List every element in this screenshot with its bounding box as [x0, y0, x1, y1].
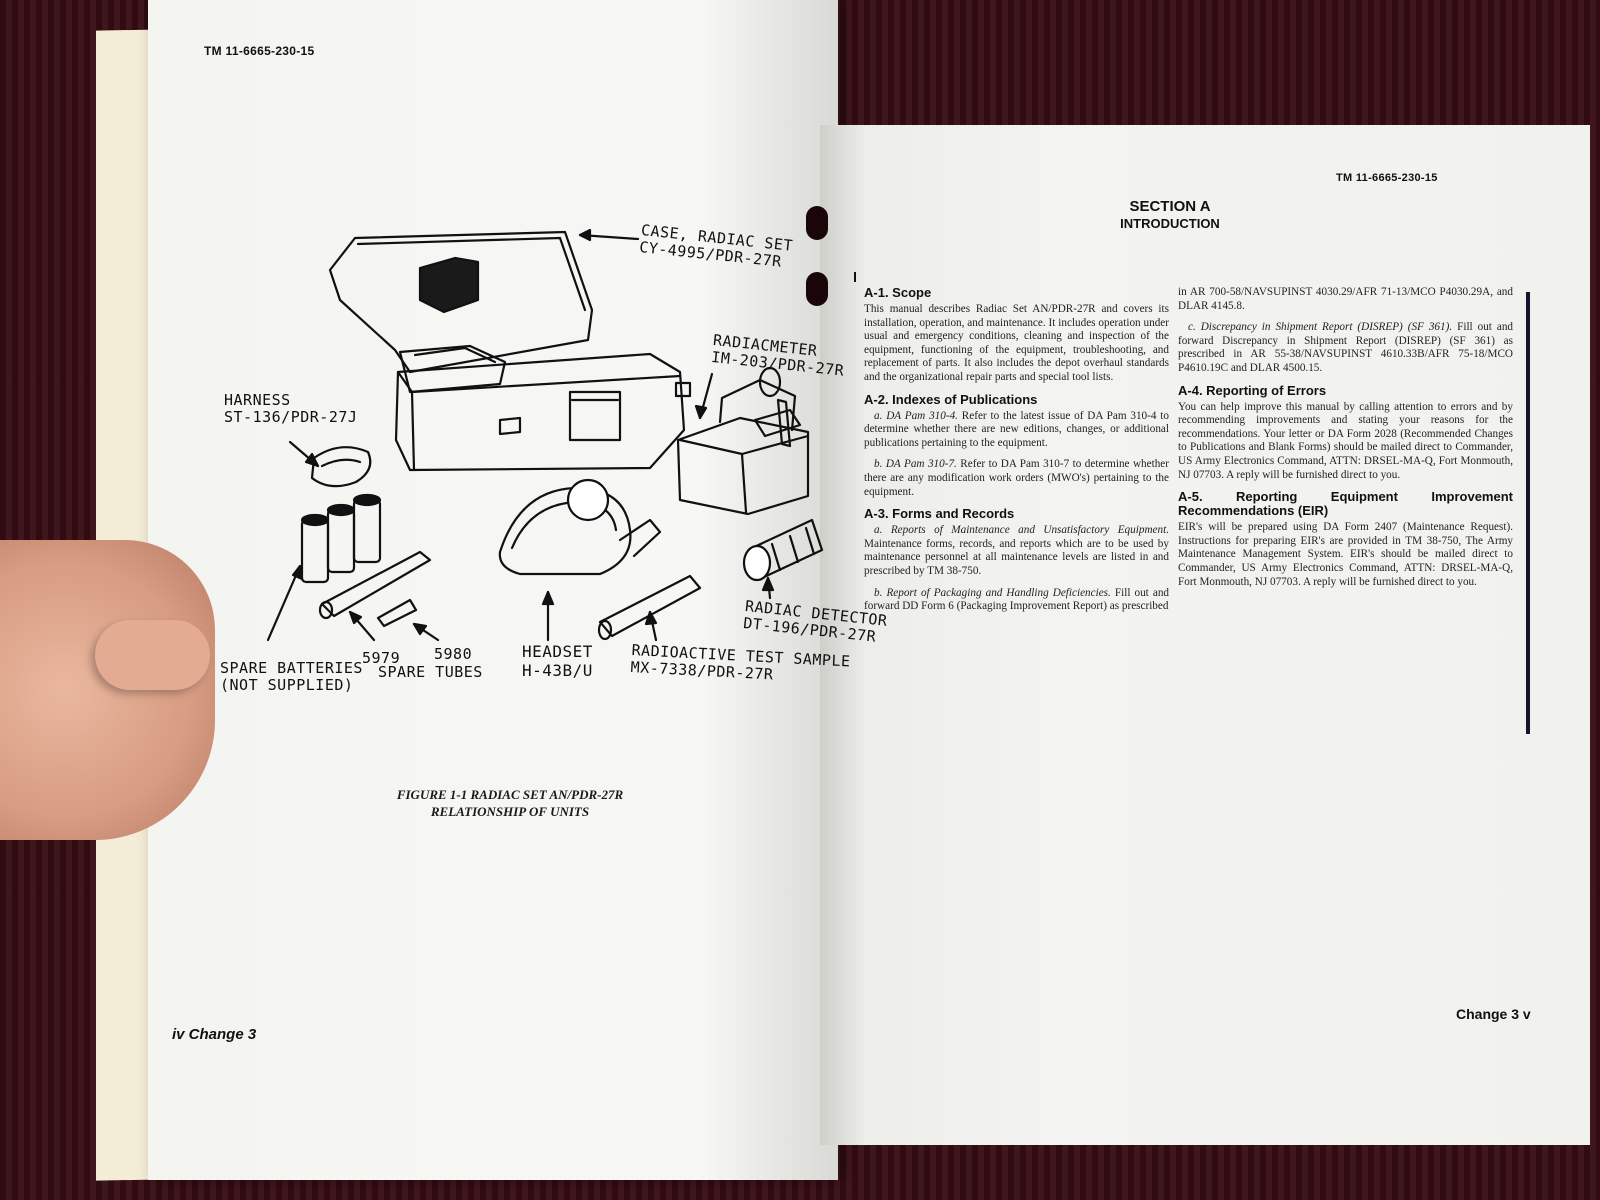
- para-a3a: a. Reports of Maintenance and Unsatisfac…: [864, 524, 1169, 577]
- heading-a4: A-4. Reporting of Errors: [1178, 382, 1327, 398]
- para-a3b-cont: in AR 700-58/NAVSUPINST 4030.29/AFR 71-1…: [1178, 286, 1513, 312]
- para-a5: EIR's will be prepared using DA Form 240…: [1178, 521, 1513, 588]
- case-lid: [328, 230, 594, 374]
- heading-a5: A-5. Reporting Equipment Improvement Rec…: [1178, 489, 1513, 519]
- column-1: A-1. Scope This manual describes Radiac …: [864, 286, 1169, 622]
- para-a3b: b. Report of Packaging and Handling Defi…: [864, 586, 1170, 613]
- binder-hole: [806, 206, 828, 240]
- heading-a2: A-2. Indexes of Publications: [864, 391, 1038, 407]
- harness-drawing: [310, 446, 372, 488]
- detector-drawing: [742, 518, 824, 582]
- hand: [0, 540, 215, 840]
- para-a4: You can help improve this manual by call…: [1178, 400, 1513, 481]
- figure-caption: FIGURE 1-1 RADIAC SET AN/PDR-27R RELATIO…: [360, 786, 660, 820]
- para-a1: This manual describes Radiac Set AN/PDR-…: [864, 303, 1169, 383]
- right-page-footer: Change 3 v: [1456, 1006, 1531, 1022]
- callout-spare-tubes: SPARE TUBES: [378, 663, 483, 681]
- callout-harness: HARNESS ST-136/PDR-27J: [224, 391, 358, 426]
- heading-a3: A-3. Forms and Records: [864, 506, 1015, 522]
- radiacmeter-drawing: [676, 416, 810, 516]
- thumb: [95, 620, 210, 690]
- column-2: in AR 700-58/NAVSUPINST 4030.29/AFR 71-1…: [1178, 286, 1513, 597]
- case-body: [394, 352, 686, 472]
- para-a2a: a. DA Pam 310-4. Refer to the latest iss…: [864, 409, 1169, 449]
- left-page-footer: iv Change 3: [172, 1026, 257, 1043]
- headset-drawing: [498, 478, 662, 576]
- callout-tube-5979: 5979: [362, 649, 401, 667]
- caption-line-2: RELATIONSHIP OF UNITS: [430, 804, 590, 819]
- callout-headset: HEADSET H-43B/U: [522, 642, 593, 680]
- left-page: [148, 0, 838, 1180]
- heading-a1: A-1. Scope: [864, 285, 932, 300]
- callout-spare-batteries: SPARE BATTERIES (NOT SUPPLIED): [220, 659, 363, 694]
- left-page-header: TM 11-6665-230-15: [204, 44, 315, 58]
- test-sample-drawing: [598, 574, 702, 638]
- spare-batteries-drawing: [300, 493, 382, 584]
- margin-mark: [854, 272, 856, 282]
- caption-line-1: FIGURE 1-1 RADIAC SET AN/PDR-27R: [396, 787, 624, 802]
- binder-hole: [806, 272, 828, 306]
- section-subtitle: INTRODUCTION: [1120, 216, 1220, 231]
- change-bar: [1526, 292, 1530, 734]
- callout-tube-5980: 5980: [434, 645, 473, 663]
- right-page: [820, 125, 1590, 1145]
- section-title: SECTION A: [1129, 198, 1211, 215]
- para-a3c: c. Discrepancy in Shipment Report (DISRE…: [1178, 321, 1514, 374]
- para-a2b: b. DA Pam 310-7. Refer to DA Pam 310-7 t…: [864, 458, 1169, 498]
- right-page-header: TM 11-6665-230-15: [1336, 172, 1438, 184]
- tube-5979-drawing: [320, 550, 432, 618]
- tube-5980-drawing: [376, 598, 418, 628]
